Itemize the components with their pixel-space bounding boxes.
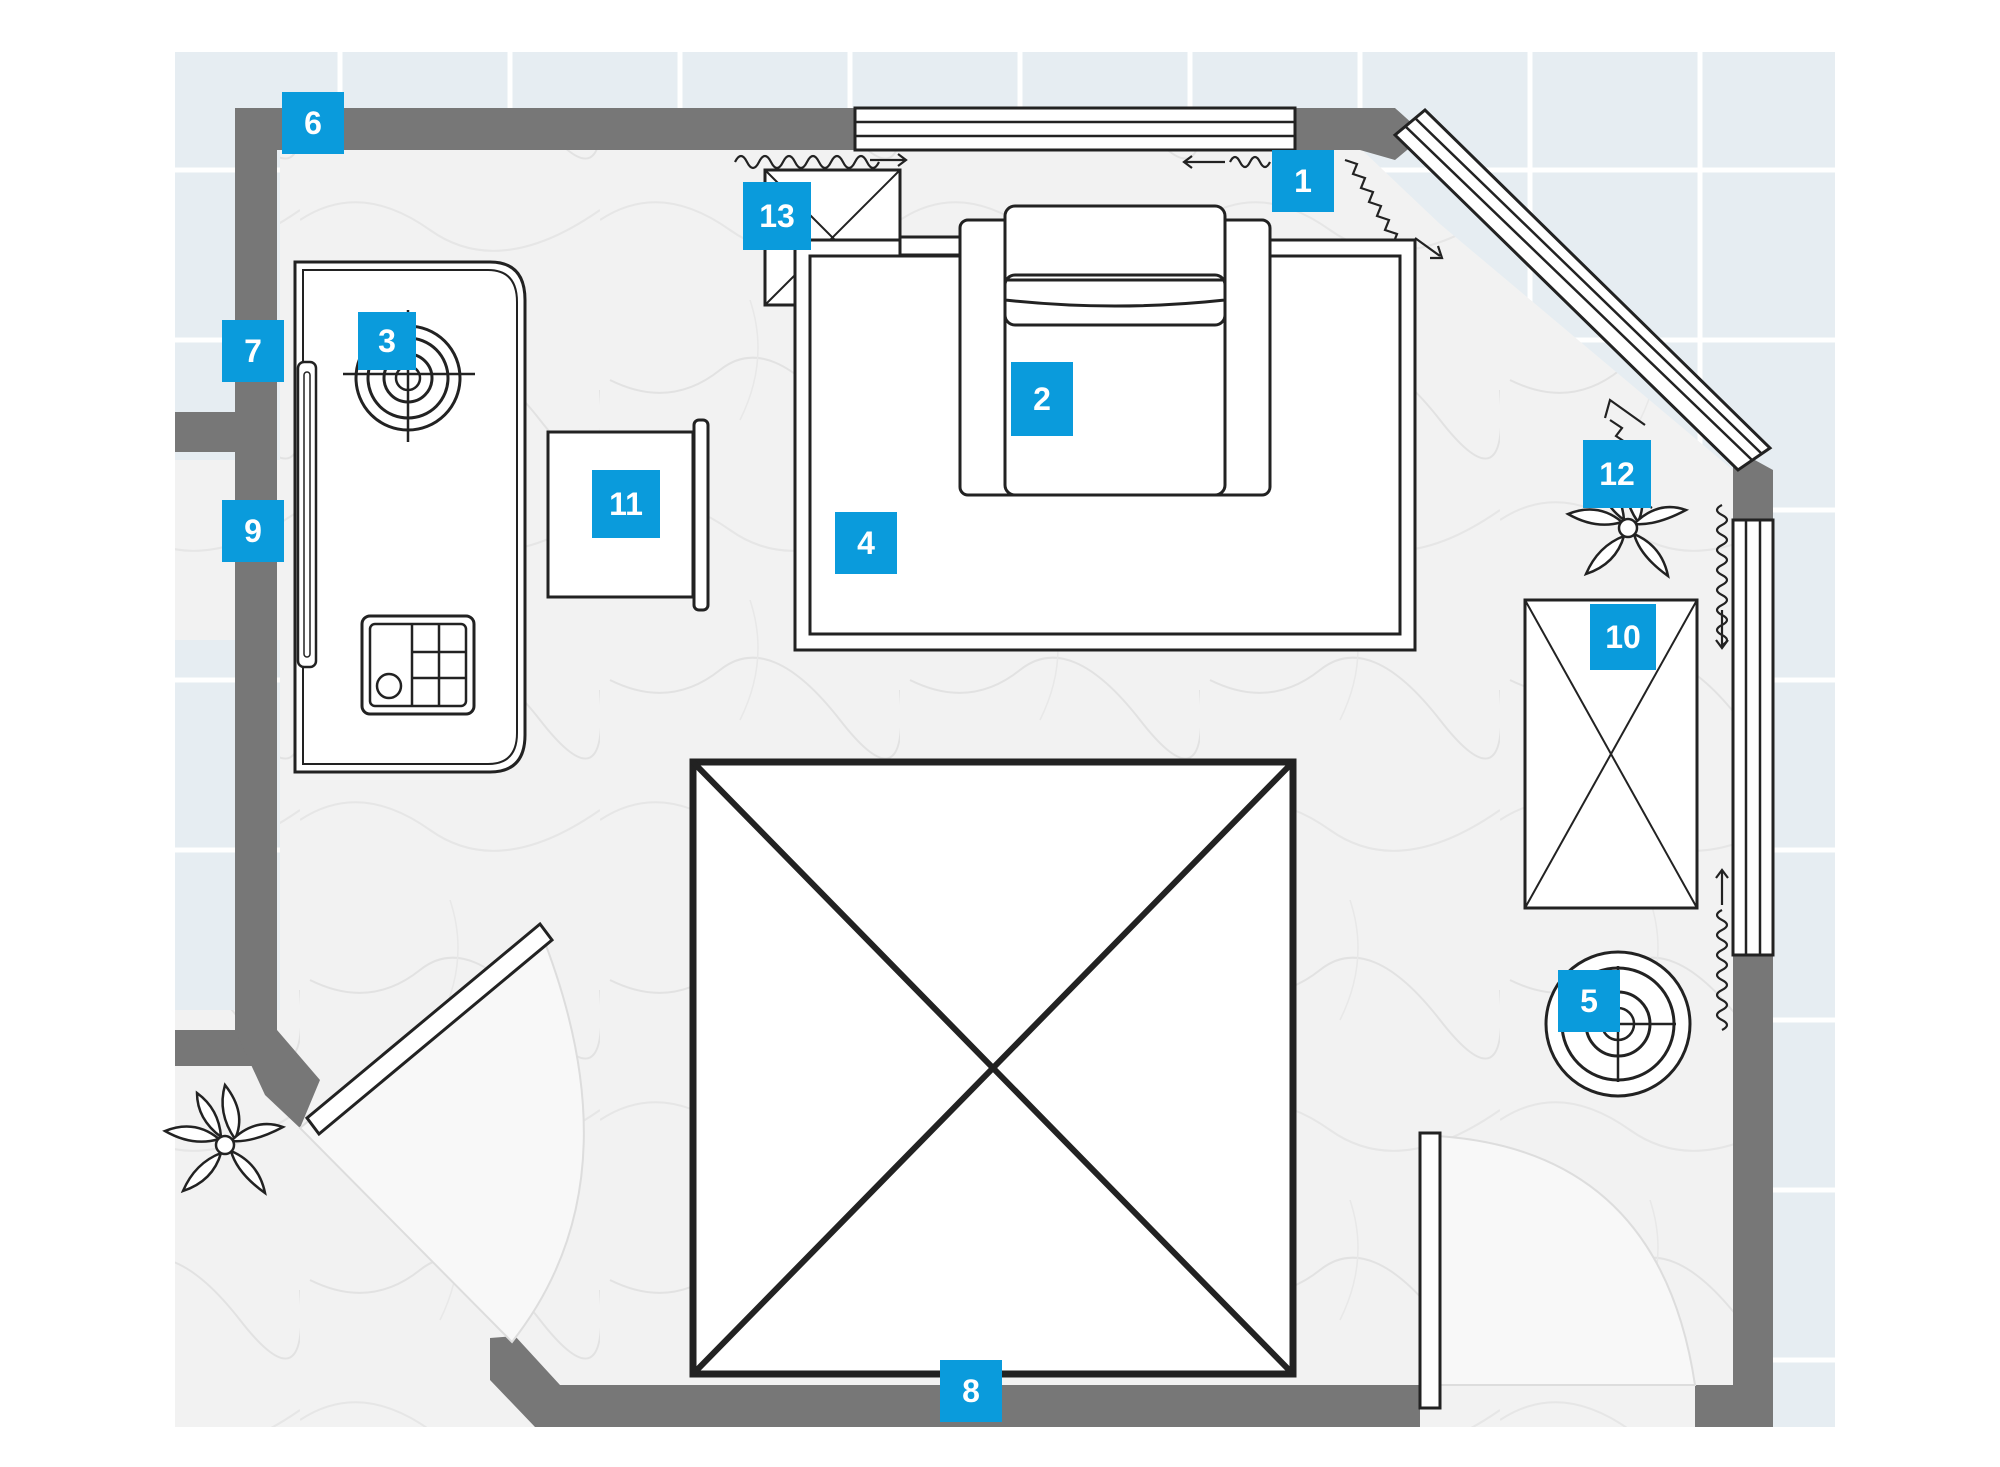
marker-1: 1	[1272, 150, 1334, 212]
marker-9-box	[222, 500, 284, 562]
marker-7-label: 7	[244, 333, 262, 369]
marker-12-label: 12	[1599, 456, 1635, 492]
marker-13-label: 13	[759, 198, 795, 234]
marker-2-box	[1011, 362, 1073, 436]
marker-4-label: 4	[857, 525, 875, 561]
curtain-right-top	[1715, 504, 1729, 646]
marker-12-box	[1583, 440, 1651, 508]
marker-11: 11	[592, 470, 660, 538]
marker-6-box	[282, 92, 344, 154]
marker-9: 9	[222, 500, 284, 562]
marker-13-box	[743, 182, 811, 250]
window-right	[1731, 518, 1775, 957]
marker-11-box	[592, 470, 660, 538]
kitchen-counter	[293, 260, 527, 774]
marker-5-label: 5	[1580, 983, 1598, 1019]
marker-3-label: 3	[378, 323, 396, 359]
marker-10: 10	[1590, 604, 1656, 670]
marker-10-label: 10	[1605, 619, 1641, 655]
marker-4-box	[835, 512, 897, 574]
counter-handle	[296, 360, 318, 669]
marker-2: 2	[1011, 362, 1073, 436]
door-left	[298, 921, 585, 1344]
marker-8: 8	[940, 1360, 1002, 1422]
marker-5: 5	[1558, 970, 1620, 1032]
counter-handle-inner	[303, 371, 311, 658]
marker-3-box	[358, 312, 416, 370]
opening-left-jamb-top	[175, 412, 277, 452]
marker-3: 3	[358, 312, 416, 370]
window-top	[853, 106, 1297, 152]
marker-9-label: 9	[244, 513, 262, 549]
wall-entry-corner	[235, 1030, 320, 1128]
marker-5-box	[1558, 970, 1620, 1032]
cabinet-right	[1523, 598, 1699, 910]
marker-2-label: 2	[1033, 381, 1051, 417]
marker-8-label: 8	[962, 1373, 980, 1409]
marker-6-label: 6	[304, 105, 322, 141]
marker-13: 13	[743, 182, 811, 250]
marker-12: 12	[1583, 440, 1651, 508]
curtain-diagonal-top	[1344, 158, 1406, 250]
entry-threshold	[175, 1066, 235, 1076]
marker-7-box	[222, 320, 284, 382]
marker-10-box	[1590, 604, 1656, 670]
marker-7: 7	[222, 320, 284, 382]
wall-bottom	[490, 1336, 1420, 1427]
wall-top-mid	[1295, 108, 1360, 150]
marker-8-box	[940, 1360, 1002, 1422]
curtain-top-left	[734, 154, 880, 170]
window-top-right	[1392, 107, 1773, 472]
marker-1-box	[1272, 150, 1334, 212]
wall-right-end	[1695, 1385, 1773, 1427]
door-right	[1418, 1131, 1697, 1410]
marker-11-label: 11	[609, 486, 643, 522]
marker-6: 6	[282, 92, 344, 154]
marker-4: 4	[835, 512, 897, 574]
center-table	[689, 758, 1297, 1378]
curtain-right-bottom	[1715, 909, 1729, 1031]
marker-1-label: 1	[1294, 163, 1312, 199]
wall-right-lower	[1733, 955, 1773, 1427]
curtain-top-right	[1229, 155, 1271, 169]
sink	[360, 614, 476, 716]
